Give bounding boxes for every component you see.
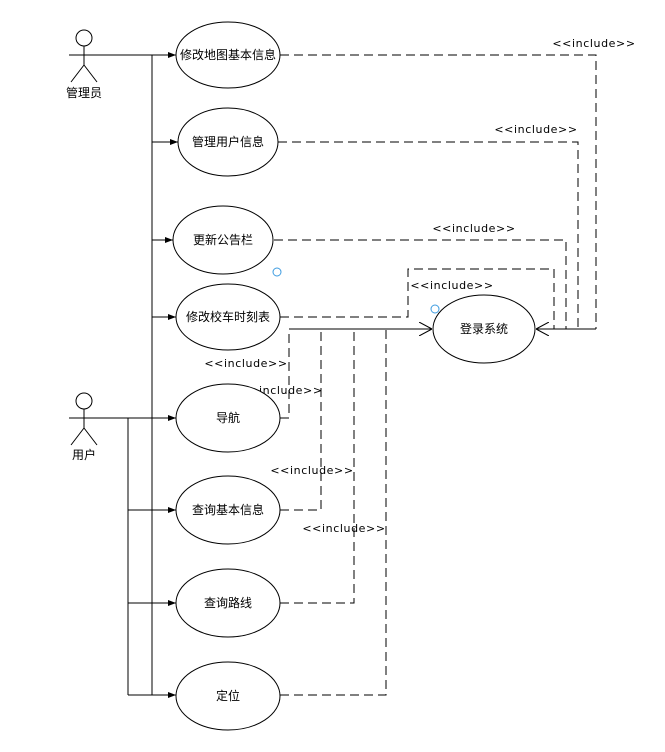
include-label-navigation: <<include>> <box>204 357 287 370</box>
use-case-query-basic-info: 查询基本信息 <box>175 475 281 545</box>
use-case-label: 修改校车时刻表 <box>186 309 270 324</box>
connection-point <box>430 304 440 314</box>
actor-body <box>69 46 99 83</box>
use-cases: 修改地图基本信息 管理用户信息 更新公告栏 修改校车时刻表 导航 查询基本信息 … <box>172 21 536 731</box>
use-case-login: 登录系统 <box>432 294 536 364</box>
use-case-ellipse <box>175 475 281 545</box>
include-labels: <<include>> <<include>> <<include>> <<in… <box>204 37 635 535</box>
use-case-ellipse <box>175 383 281 453</box>
include-label-edit-map: <<include>> <box>552 37 635 50</box>
use-case-label: 登录系统 <box>460 321 508 336</box>
actor-head <box>75 29 93 47</box>
use-case-ellipse <box>175 21 281 89</box>
use-case-label: 查询基本信息 <box>192 502 264 517</box>
actor-head <box>75 392 93 410</box>
include-label-edit-schedule: <<include>> <box>410 279 493 292</box>
include-line-query-route <box>280 329 355 604</box>
use-case-ellipse <box>175 568 281 638</box>
use-case-edit-map-info: 修改地图基本信息 <box>175 21 281 89</box>
include-line-query-info <box>280 329 322 511</box>
include-label-manage-user: <<include>> <box>494 123 577 136</box>
include-line-edit-map <box>280 54 597 329</box>
use-case-label: 管理用户信息 <box>192 134 264 149</box>
use-case-ellipse <box>175 661 281 731</box>
use-case-navigation: 导航 <box>175 383 281 453</box>
include-label-query-info: <<include>> <box>270 464 353 477</box>
actor-user: 用户 <box>69 392 99 462</box>
include-lines <box>274 54 597 696</box>
connection-point <box>272 267 282 277</box>
use-case-label: 导航 <box>216 410 240 425</box>
use-case-label: 更新公告栏 <box>193 232 253 247</box>
include-line-update-bulletin <box>274 239 567 329</box>
use-case-label: 查询路线 <box>204 595 252 610</box>
actor-label: 管理员 <box>66 85 102 100</box>
use-case-label: 定位 <box>216 688 240 703</box>
include-line-navigation <box>280 329 290 419</box>
include-line-edit-schedule <box>280 268 555 329</box>
use-case-label: 修改地图基本信息 <box>180 47 276 62</box>
actor-label: 用户 <box>72 447 96 462</box>
use-case-manage-user-info: 管理用户信息 <box>177 107 279 177</box>
use-case-ellipse <box>175 283 281 351</box>
use-case-ellipse <box>432 294 536 364</box>
actor-body <box>69 409 99 446</box>
association-lines <box>98 52 178 698</box>
use-case-update-bulletin: 更新公告栏 <box>172 205 274 275</box>
use-case-ellipse <box>172 205 274 275</box>
include-label-query-route: <<include>> <box>302 522 385 535</box>
include-label-partial: include>> <box>259 384 323 397</box>
include-line-locate <box>280 329 387 696</box>
include-line-manage-user <box>278 141 579 329</box>
actor-admin: 管理员 <box>66 29 102 100</box>
use-case-query-route: 查询路线 <box>175 568 281 638</box>
use-case-locate: 定位 <box>175 661 281 731</box>
include-label-update-bulletin: <<include>> <box>432 222 515 235</box>
use-case-ellipse <box>177 107 279 177</box>
use-case-edit-bus-schedule: 修改校车时刻表 <box>175 283 281 351</box>
